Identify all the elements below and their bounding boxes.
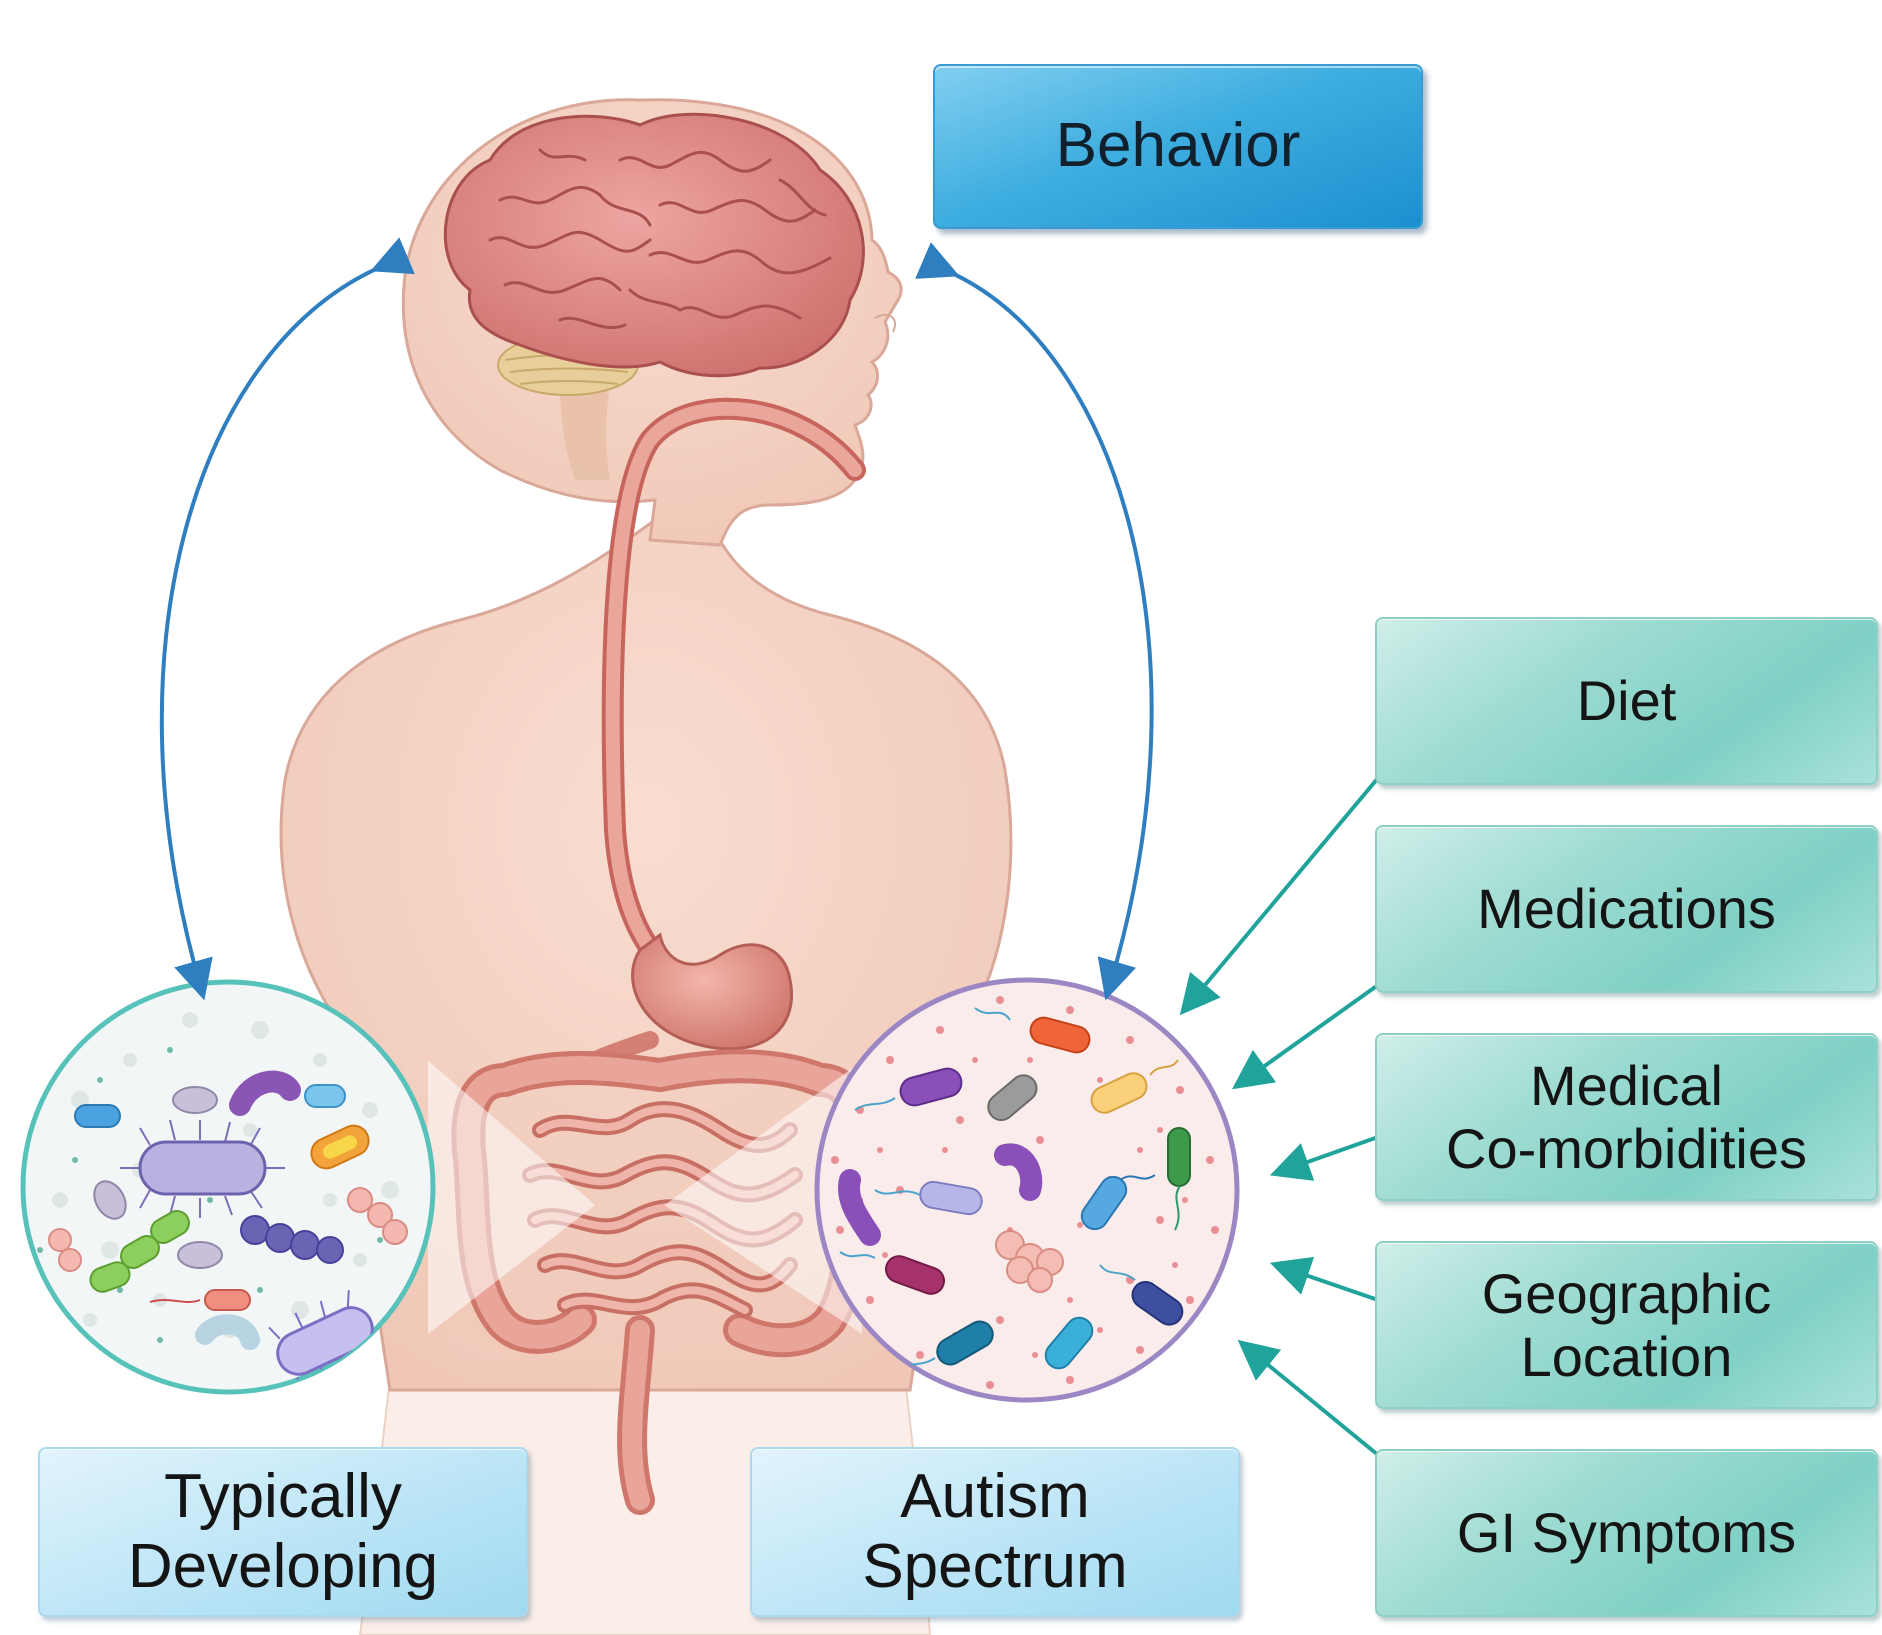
behavior-label: Behavior xyxy=(1055,111,1301,181)
behavior-box: Behavior xyxy=(933,64,1423,229)
geographic-line-2: Location xyxy=(1520,1325,1733,1388)
autism-microbiome-circle xyxy=(814,977,1240,1403)
autism-spectrum-box: Autism Spectrum xyxy=(750,1447,1240,1617)
typically-developing-line-2: Developing xyxy=(127,1532,439,1601)
medications-arrow xyxy=(1231,983,1380,1090)
autism-spectrum-line-1: Autism xyxy=(900,1461,1090,1531)
left-bidirectional-arrow xyxy=(159,237,415,1001)
gi-symptoms-arrow xyxy=(1237,1339,1380,1457)
factor-arrows xyxy=(1179,776,1380,1457)
autism-spectrum-line-2: Spectrum xyxy=(862,1532,1128,1601)
geographic-arrow xyxy=(1269,1256,1379,1302)
medications-label: Medications xyxy=(1477,877,1776,941)
typically-developing-line-1: Typically xyxy=(164,1461,402,1531)
typically-developing-box: Typically Developing xyxy=(38,1447,528,1617)
gi-symptoms-box: GI Symptoms xyxy=(1375,1449,1878,1617)
diet-arrow xyxy=(1179,776,1380,1016)
medical-comorbidities-box: Medical Co-morbidities xyxy=(1375,1033,1878,1201)
gi-symptoms-label: GI Symptoms xyxy=(1456,1501,1797,1565)
diet-box: Diet xyxy=(1375,617,1878,785)
geographic-location-box: Geographic Location xyxy=(1375,1241,1878,1409)
geographic-line-1: Geographic xyxy=(1481,1261,1772,1325)
comorbidities-line-2: Co-morbidities xyxy=(1446,1117,1807,1180)
typical-microbiome-circle xyxy=(20,979,436,1395)
medications-box: Medications xyxy=(1375,825,1878,993)
comorbidities-line-1: Medical xyxy=(1530,1053,1723,1117)
brain-illustration xyxy=(443,112,865,480)
comorbidities-arrow xyxy=(1269,1135,1379,1181)
diet-label: Diet xyxy=(1576,669,1677,733)
right-bidirectional-arrow xyxy=(915,242,1154,1001)
gut-brain-arrows xyxy=(159,237,1154,1001)
